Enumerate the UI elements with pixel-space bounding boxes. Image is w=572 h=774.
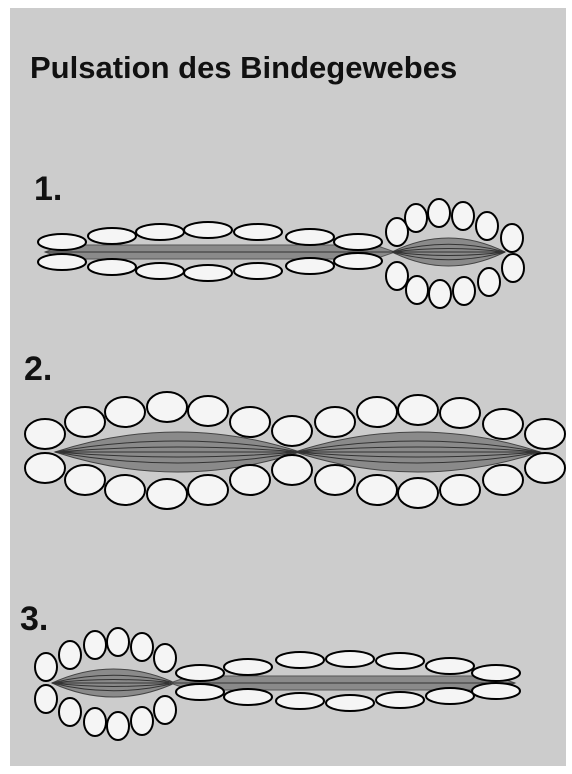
cell <box>334 253 382 269</box>
cell <box>429 280 451 308</box>
cell <box>478 268 500 296</box>
cell <box>398 395 438 425</box>
cell <box>272 416 312 446</box>
cell <box>59 641 81 669</box>
cell <box>154 696 176 724</box>
cell <box>405 204 427 232</box>
cell <box>376 692 424 708</box>
cell <box>84 631 106 659</box>
cell <box>65 465 105 495</box>
cell <box>472 665 520 681</box>
cell <box>453 277 475 305</box>
cell <box>440 475 480 505</box>
cell <box>376 653 424 669</box>
cell <box>105 475 145 505</box>
cell <box>286 258 334 274</box>
cell <box>147 392 187 422</box>
cell <box>326 651 374 667</box>
cell <box>476 212 498 240</box>
cell <box>35 653 57 681</box>
cell <box>272 455 312 485</box>
cell <box>147 479 187 509</box>
cell <box>357 397 397 427</box>
stage-2-illustration <box>25 392 565 509</box>
cell <box>525 453 565 483</box>
cell <box>88 228 136 244</box>
cell <box>426 658 474 674</box>
cell <box>176 684 224 700</box>
cell <box>188 396 228 426</box>
cell <box>230 465 270 495</box>
cell <box>525 419 565 449</box>
cell <box>440 398 480 428</box>
cell <box>84 708 106 736</box>
cell <box>65 407 105 437</box>
cell <box>131 707 153 735</box>
cell <box>315 407 355 437</box>
cell <box>136 263 184 279</box>
cell <box>25 419 65 449</box>
stage-3-illustration <box>35 628 520 740</box>
cell <box>59 698 81 726</box>
cell <box>131 633 153 661</box>
cell <box>38 254 86 270</box>
cell <box>38 234 86 250</box>
cell <box>276 652 324 668</box>
cell <box>357 475 397 505</box>
cell <box>452 202 474 230</box>
cell <box>483 409 523 439</box>
cell <box>398 478 438 508</box>
cell <box>188 475 228 505</box>
cell <box>483 465 523 495</box>
cell <box>276 693 324 709</box>
cell <box>230 407 270 437</box>
cell <box>406 276 428 304</box>
cell <box>25 453 65 483</box>
cell <box>286 229 334 245</box>
cell <box>224 659 272 675</box>
cell <box>224 689 272 705</box>
cell <box>184 265 232 281</box>
cell <box>136 224 184 240</box>
cell <box>334 234 382 250</box>
cell <box>184 222 232 238</box>
cell <box>326 695 374 711</box>
cell <box>386 262 408 290</box>
cell <box>428 199 450 227</box>
cell <box>176 665 224 681</box>
cell <box>315 465 355 495</box>
stage-1-illustration <box>38 199 524 308</box>
cell <box>154 644 176 672</box>
cell <box>107 628 129 656</box>
cell <box>88 259 136 275</box>
cell <box>501 224 523 252</box>
cell <box>105 397 145 427</box>
cell <box>426 688 474 704</box>
cell <box>472 683 520 699</box>
cell <box>502 254 524 282</box>
cell <box>234 263 282 279</box>
cell <box>234 224 282 240</box>
cell <box>107 712 129 740</box>
cell <box>35 685 57 713</box>
